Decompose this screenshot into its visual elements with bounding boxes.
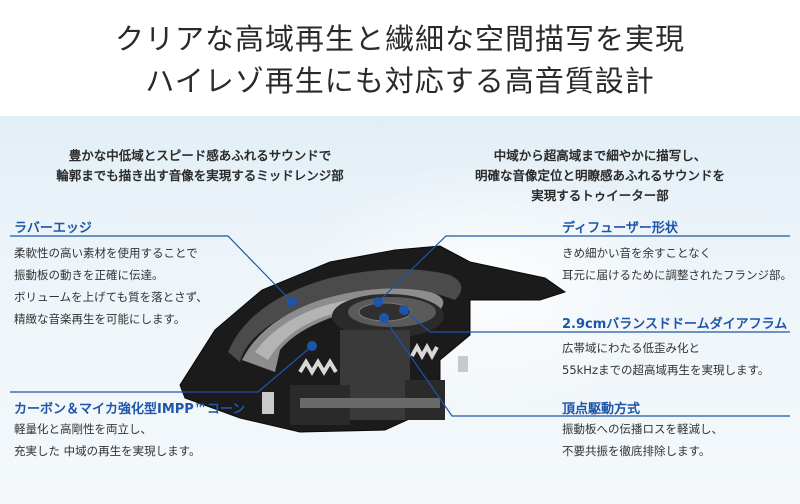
rubber-edge-desc-line: 柔軟性の高い素材を使用することで bbox=[14, 246, 198, 260]
rubber-edge bbox=[228, 269, 462, 362]
feature-desc-diffuser: きめ細かい音を余すことなく 耳元に届けるために調整されたフランジ部。 bbox=[562, 242, 792, 286]
marker-cone bbox=[307, 341, 317, 351]
diffuser-desc-line: 耳元に届けるために調整されたフランジ部。 bbox=[562, 268, 792, 282]
rubber-edge-desc-line: ボリュームを上げても質を落とさず、 bbox=[14, 290, 208, 304]
heading-line-2: ハイレゾ再生にも対応する高音質設計 bbox=[145, 64, 655, 98]
midrange-intro-line-2: 輪郭までも描き出す音像を実現するミッドレンジ部 bbox=[56, 168, 344, 183]
marker-diffuser bbox=[373, 297, 383, 307]
feature-desc-apex: 振動板への伝播ロスを軽減し、 不要共振を徹底排除します。 bbox=[562, 418, 723, 462]
leader-dome bbox=[403, 309, 790, 333]
feature-desc-rubber-edge: 柔軟性の高い素材を使用することで 振動板の動きを正確に伝達。 ボリュームを上げて… bbox=[14, 242, 208, 330]
cone-surface-highlight bbox=[255, 295, 410, 360]
spider-left bbox=[298, 358, 338, 376]
dome-desc-line: 広帯域にわたる低歪み化と bbox=[562, 341, 700, 355]
rubber-edge-desc-line: 精緻な音楽再生を可能にします。 bbox=[14, 312, 186, 326]
cone-desc-line: 軽量化と高剛性を両立し、 bbox=[14, 422, 152, 436]
feature-title-apex: 頂点駆動方式 bbox=[562, 402, 641, 417]
spider-right bbox=[410, 342, 439, 361]
terminal-left bbox=[262, 392, 274, 414]
dome-desc-line: 55kHzまでの超高域再生を実現します。 bbox=[562, 363, 770, 377]
tweeter-intro-line-2: 明確な音像定位と明瞭感あふれるサウンドを bbox=[474, 168, 725, 183]
leader-apex bbox=[383, 317, 790, 417]
heading-line-1: クリアな高域再生と繊細な空間描写を実現 bbox=[114, 22, 685, 56]
apex-desc-line: 不要共振を徹底排除します。 bbox=[562, 444, 711, 458]
magnet-plate bbox=[300, 398, 440, 408]
feature-title-diffuser: ディフューザー形状 bbox=[562, 221, 678, 236]
diffuser-desc-line: きめ細かい音を余すことなく bbox=[562, 246, 712, 260]
terminal-right bbox=[458, 356, 468, 372]
leader-diffuser bbox=[377, 235, 790, 303]
tweeter-intro: 中域から超高域まで細やかに描写し、 明確な音像定位と明瞭感あふれるサウンドを 実… bbox=[410, 146, 790, 206]
marker-dome bbox=[399, 305, 409, 315]
midrange-intro-line-1: 豊かな中低域とスピード感あふれるサウンドで bbox=[68, 148, 332, 163]
feature-desc-dome: 広帯域にわたる低歪み化と 55kHzまでの超高域再生を実現します。 bbox=[562, 337, 769, 381]
feature-title-dome: 2.9cmバランスドドームダイアフラム bbox=[562, 317, 788, 332]
tweeter-intro-line-3: 実現するトゥイーター部 bbox=[531, 188, 669, 203]
cone-desc-line: 充実した 中域の再生を実現します。 bbox=[14, 444, 201, 458]
feature-title-rubber-edge: ラバーエッジ bbox=[14, 221, 92, 236]
tweeter-intro-line-1: 中域から超高域まで細やかに描写し、 bbox=[493, 148, 707, 163]
marker-apex bbox=[379, 313, 389, 323]
feature-desc-cone: 軽量化と高剛性を両立し、 充実した 中域の再生を実現します。 bbox=[14, 418, 201, 462]
rubber-edge-desc-line: 振動板の動きを正確に伝達。 bbox=[14, 268, 164, 282]
leader-rubber-edge bbox=[10, 235, 293, 303]
feature-title-cone: カーボン＆マイカ強化型IMPP™コーン bbox=[14, 402, 246, 417]
marker-rubber-edge bbox=[287, 297, 297, 307]
heading: クリアな高域再生と繊細な空間描写を実現 ハイレゾ再生にも対応する高音質設計 bbox=[0, 0, 800, 116]
leader-cone bbox=[10, 345, 313, 393]
apex-desc-line: 振動板への伝播ロスを軽減し、 bbox=[562, 422, 723, 436]
midrange-intro: 豊かな中低域とスピード感あふれるサウンドで 輪郭までも描き出す音像を実現するミッ… bbox=[20, 146, 380, 186]
